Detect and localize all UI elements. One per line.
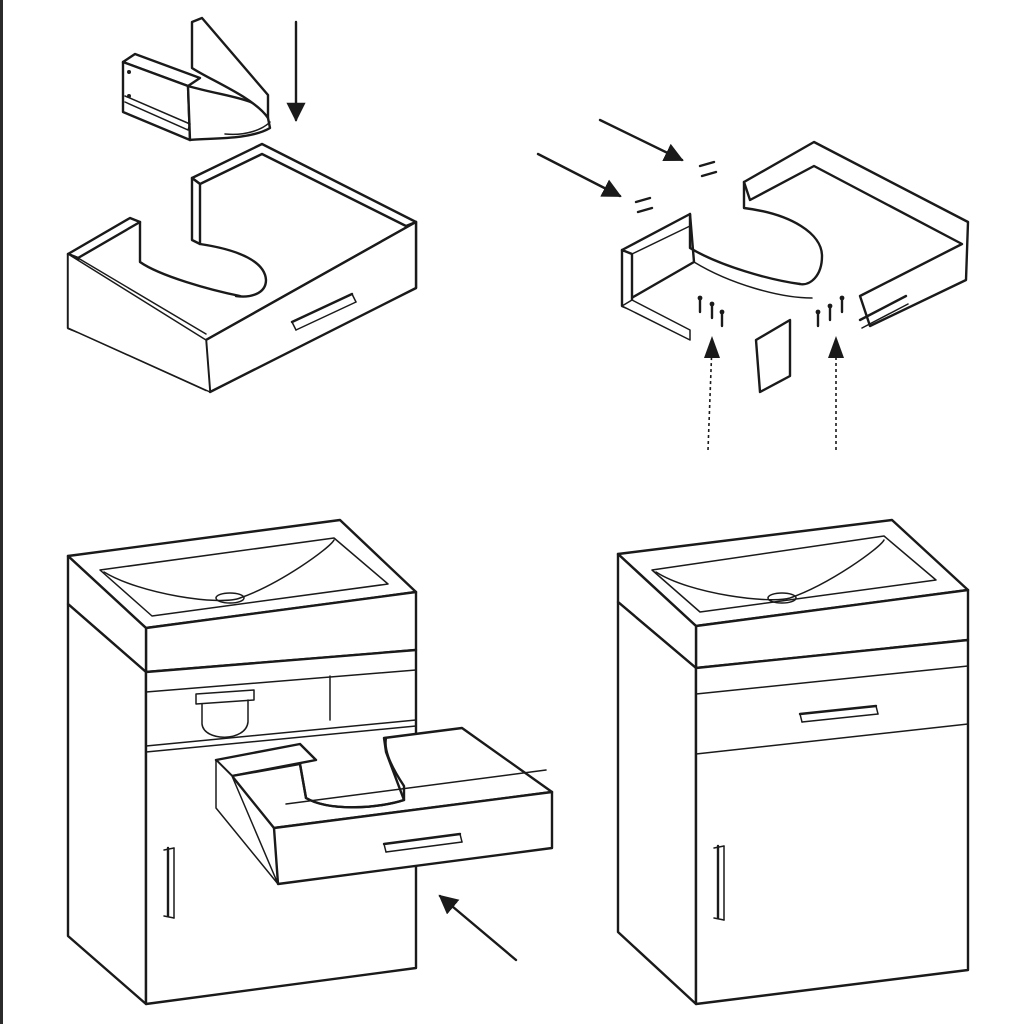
step-3-panel — [66, 518, 554, 1006]
loose-front-panel — [754, 318, 792, 394]
upward-arrow-left — [707, 343, 713, 451]
drawer-box-open — [66, 142, 418, 394]
drawer-sliding-in — [214, 726, 554, 886]
step-1-panel — [66, 16, 418, 394]
step-2-panel — [536, 118, 970, 451]
screw-arrow-upper — [598, 118, 684, 162]
front-screws — [697, 295, 845, 328]
left-frame-border — [0, 0, 3, 1024]
drawer-box-with-insert — [620, 140, 970, 341]
u-insert-part — [121, 16, 272, 142]
screw-arrow-lower — [536, 152, 622, 198]
push-in-arrow — [438, 894, 518, 962]
vanity-unit-closed — [616, 518, 970, 1006]
side-screws — [634, 160, 718, 214]
step-4-panel — [616, 518, 970, 1006]
